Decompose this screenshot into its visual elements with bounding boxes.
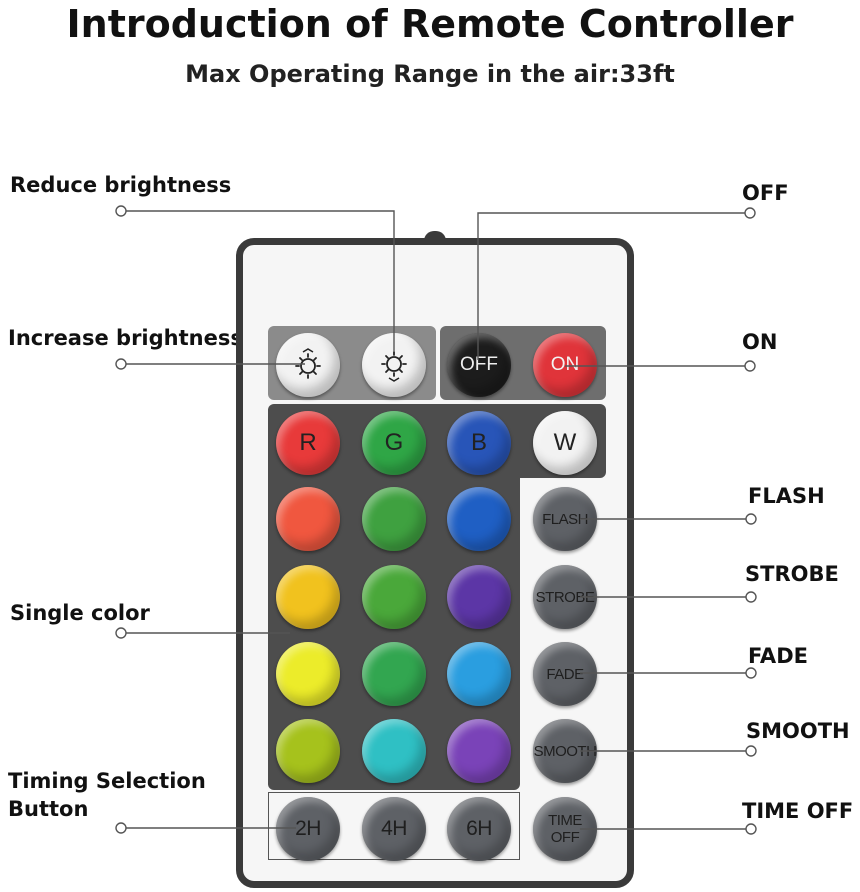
color-button-r4c3[interactable] [447,642,511,706]
label-time-off: TIME OFF [742,799,854,823]
label-flash: FLASH [748,484,825,508]
color-button-r3c3[interactable] [447,565,511,629]
color-button-r2c2[interactable] [362,487,426,551]
color-button-r5c2[interactable] [362,719,426,783]
label-timing-line1: Timing Selection [8,769,206,793]
label-single-color: Single color [10,601,150,625]
sun-down-icon [295,348,321,379]
red-button[interactable]: R [276,411,340,475]
label-fade: FADE [748,644,808,668]
label-on: ON [742,330,778,354]
timer-4h-button[interactable]: 4H [362,797,426,861]
fade-button[interactable]: FADE [533,642,597,706]
green-button[interactable]: G [362,411,426,475]
remote-ir-nub [424,231,446,241]
color-button-r5c3[interactable] [447,719,511,783]
label-strobe: STROBE [745,562,839,586]
page-subtitle: Max Operating Range in the air:33ft [185,60,675,88]
blue-button[interactable]: B [447,411,511,475]
color-button-r3c2[interactable] [362,565,426,629]
color-button-r2c3[interactable] [447,487,511,551]
label-off: OFF [742,181,789,205]
color-button-r4c2[interactable] [362,642,426,706]
sun-up-icon [381,351,407,382]
label-smooth: SMOOTH [746,719,850,743]
time-off-line2: OFF [550,829,580,846]
timer-2h-button[interactable]: 2H [276,797,340,861]
white-button[interactable]: W [533,411,597,475]
label-reduce-brightness: Reduce brightness [10,173,232,197]
color-button-r5c1[interactable] [276,719,340,783]
color-button-r4c1[interactable] [276,642,340,706]
label-timing-line2: Button [8,797,89,821]
color-button-r2c1[interactable] [276,487,340,551]
reduce-brightness-button[interactable] [276,333,340,397]
off-button[interactable]: OFF [447,333,511,397]
on-button[interactable]: ON [533,333,597,397]
time-off-button[interactable]: TIME OFF [533,797,597,861]
timer-6h-button[interactable]: 6H [447,797,511,861]
time-off-line1: TIME [548,812,582,829]
page-title: Introduction of Remote Controller [66,2,794,46]
label-increase-brightness: Increase brightness [8,326,243,350]
color-button-r3c1[interactable] [276,565,340,629]
strobe-button[interactable]: STROBE [533,565,597,629]
